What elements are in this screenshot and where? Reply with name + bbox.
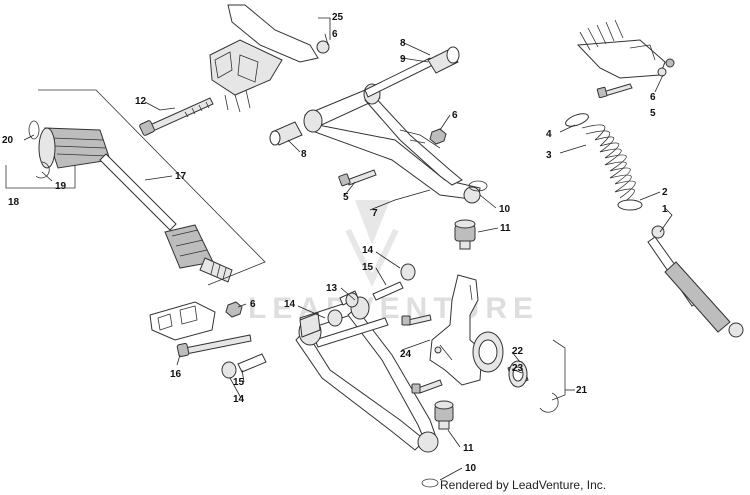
callout-14-lower: 14 (233, 394, 245, 405)
callout-15-lower: 15 (233, 377, 245, 388)
upper-a-arm (303, 83, 481, 204)
bolt-6-top-right (665, 58, 675, 68)
callout-2: 2 (662, 187, 668, 198)
callout-labels: 25 6 8 9 12 6 8 5 7 10 11 20 17 19 18 14… (2, 12, 668, 474)
callout-19: 19 (55, 181, 67, 192)
callout-8-top: 8 (400, 38, 406, 49)
callout-24: 24 (400, 349, 412, 360)
bushing-14-lower (221, 361, 237, 379)
wheel-bearing (507, 360, 529, 388)
watermark-text: LEADVENTURE (248, 292, 539, 325)
callout-3: 3 (546, 150, 552, 161)
bolt-5-top-right (596, 83, 633, 99)
callout-1: 1 (662, 204, 668, 215)
nut-6-lower (225, 301, 243, 318)
credit-text: Rendered by LeadVenture, Inc. (440, 478, 606, 492)
upper-bushing-8-top (427, 46, 460, 74)
upper-bushing-8-left (269, 121, 303, 146)
callout-10-upper: 10 (499, 204, 511, 215)
callout-11-upper: 11 (500, 223, 511, 234)
callout-6-upper-arm: 6 (452, 110, 458, 121)
bolt-5-upper-arm (338, 169, 377, 187)
bushing-15-upper (372, 281, 404, 301)
snap-ring-10-upper (468, 180, 488, 192)
knuckle-bolt-bottom (411, 379, 443, 394)
axle-frame-outline (38, 89, 266, 286)
callout-22: 22 (512, 346, 524, 357)
callout-4: 4 (546, 129, 552, 140)
callout-20: 20 (2, 135, 14, 146)
lower-pivot-shaft-13 (339, 290, 359, 308)
spring-seat-2 (617, 199, 643, 211)
shock-mount-bracket (576, 19, 667, 79)
callout-10-lower: 10 (465, 463, 477, 474)
bushing-15-lower (237, 353, 267, 373)
callout-5-right: 5 (650, 108, 656, 119)
bracket-18 (5, 165, 76, 189)
nut-6-upper-arm (429, 128, 447, 145)
snap-ring-10-lower (421, 478, 439, 488)
shock-absorber (647, 225, 744, 338)
upper-ball-joint (454, 219, 476, 250)
bushing-14-lower-left (299, 312, 321, 338)
long-bolt-16 (176, 334, 252, 358)
callout-8-left: 8 (301, 149, 307, 160)
callout-15-upper: 15 (362, 262, 374, 273)
callout-12: 12 (135, 96, 147, 107)
bushing-14-mid (327, 309, 343, 327)
coil-spring (565, 113, 636, 205)
callout-14-upper: 14 (362, 245, 374, 256)
callout-23: 23 (512, 363, 524, 374)
lower-ball-joint (434, 400, 454, 430)
callout-6-right: 6 (650, 92, 656, 103)
callout-13: 13 (326, 283, 338, 294)
leader-lines (23, 17, 673, 481)
bushing-14-upper (400, 263, 416, 281)
steering-knuckle (429, 274, 504, 386)
long-bolt-12 (139, 97, 214, 136)
callout-14-mid: 14 (284, 299, 296, 310)
snap-ring-19 (35, 161, 50, 179)
callout-9: 9 (400, 54, 406, 65)
snap-ring-20 (28, 120, 40, 140)
callout-6-top: 6 (332, 29, 338, 40)
cv-axle (38, 127, 233, 283)
watermark: LEADVENTURE (248, 200, 539, 325)
callout-17: 17 (175, 171, 187, 182)
snap-ring-23 (539, 392, 559, 413)
callout-25: 25 (332, 12, 344, 23)
callout-21: 21 (576, 385, 588, 396)
callout-16: 16 (170, 369, 182, 380)
knuckle-bolt-top (401, 314, 432, 326)
bracket-21 (551, 339, 566, 401)
callout-5-upper-arm: 5 (343, 192, 349, 203)
callout-11-lower: 11 (463, 443, 474, 454)
upper-mount-bracket (209, 4, 330, 113)
callout-7: 7 (372, 208, 378, 219)
upper-pivot-shaft-9 (364, 57, 434, 98)
callout-6-lower: 6 (250, 299, 256, 310)
callout-18: 18 (8, 197, 20, 208)
lower-mount-bracket (149, 301, 216, 341)
